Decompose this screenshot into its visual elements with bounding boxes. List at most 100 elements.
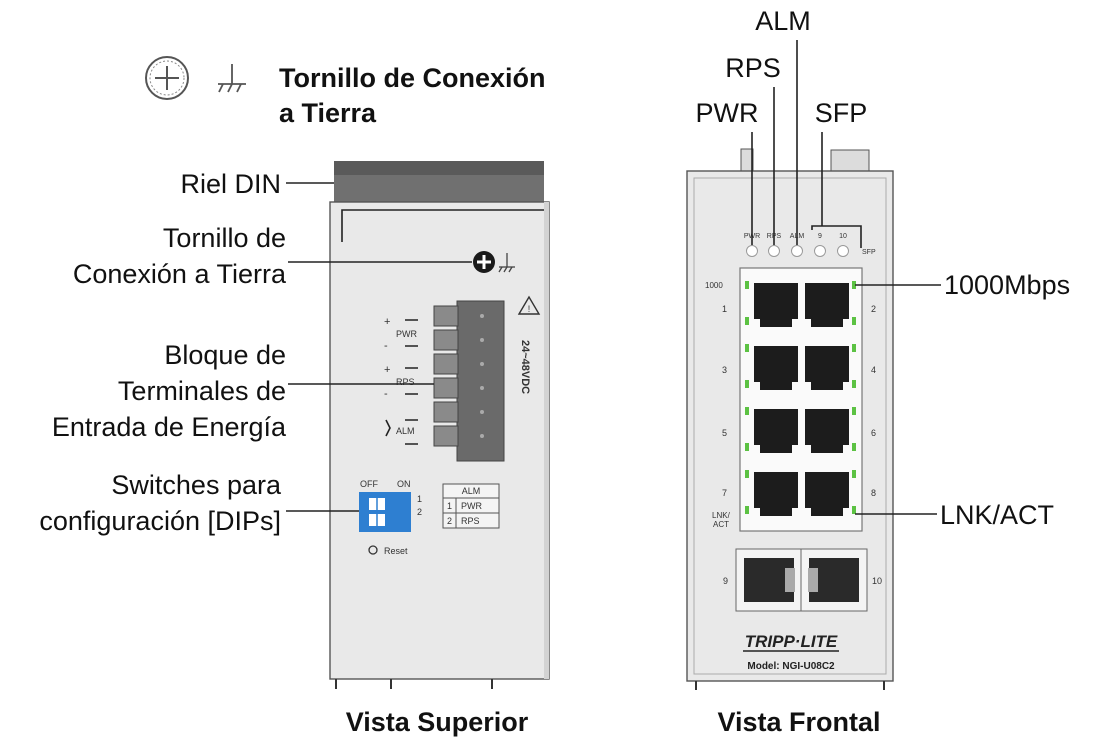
callout-alm: ALM	[755, 6, 811, 36]
sfp-ports: 9 10	[723, 548, 882, 612]
callout-terminal-1: Bloque de	[164, 340, 286, 370]
port-1-led-link	[745, 317, 749, 325]
port-6	[805, 407, 856, 453]
din-rail-top	[334, 161, 544, 175]
port-num-6: 6	[871, 428, 876, 438]
dip-table-header: ALM	[462, 486, 481, 496]
brand-logo: TRIPP·LITE	[745, 632, 838, 651]
legend-title-line1: Tornillo de Conexión	[279, 63, 546, 93]
caption-right-view: Vista Frontal	[717, 707, 880, 737]
led-alm	[791, 245, 803, 257]
terminal-pin-5	[433, 401, 459, 423]
pwr-bracket	[405, 319, 418, 347]
port-speed-label: 1000	[705, 281, 723, 290]
terminal-pin-4	[433, 377, 459, 399]
led-label-sfp: SFP	[862, 249, 876, 256]
rps-bracket	[405, 367, 418, 395]
rj45-ports	[745, 281, 856, 516]
dip-table-row2-num: 2	[447, 516, 452, 526]
caption-left-view: Vista Superior	[346, 707, 529, 737]
model-label: Model: NGI-U08C2	[747, 661, 835, 672]
reset-label: Reset	[384, 546, 408, 556]
callout-sfp: SFP	[815, 98, 868, 128]
terminal-pin-3	[433, 353, 459, 375]
side-device-edge	[544, 202, 549, 679]
reset-button[interactable]	[368, 545, 378, 555]
dip-table-row1-label: PWR	[461, 501, 482, 511]
legend-title-line2: a Tierra	[279, 98, 377, 128]
port-num-10: 10	[872, 576, 882, 586]
terminal-housing	[456, 300, 505, 462]
led-pwr	[746, 245, 758, 257]
warning-mark: !	[528, 304, 531, 314]
callout-dip-2: configuración [DIPs]	[39, 506, 281, 536]
callout-ground-screw-2: Conexión a Tierra	[73, 259, 287, 289]
dip-num-1: 1	[417, 494, 422, 504]
front-device-bezel	[693, 177, 887, 675]
side-view-device: + - PWR + - RPS ALM ! 24~48VDC OFF ON 1 …	[329, 161, 550, 689]
dip-table-row2-label: RPS	[461, 516, 480, 526]
port-num-2: 2	[871, 304, 876, 314]
sfp-led-bracket	[811, 225, 862, 248]
alm-terminal-label: ALM	[396, 426, 415, 436]
left-callouts: Riel DIN Tornillo de Conexión a Tierra B…	[39, 169, 472, 536]
callout-ground-screw-1: Tornillo de	[163, 223, 286, 253]
port-num-3: 3	[722, 365, 727, 375]
led-label-sfp10: 10	[839, 233, 847, 240]
callout-din-rail: Riel DIN	[180, 169, 281, 199]
top-legend: Tornillo de Conexión a Tierra	[145, 56, 546, 128]
callout-rps: RPS	[725, 53, 781, 83]
dip-num-2: 2	[417, 507, 422, 517]
alm-relay-icon	[385, 419, 391, 437]
dip-table-row1-num: 1	[447, 501, 452, 511]
voltage-label: 24~48VDC	[519, 340, 531, 394]
port-1-led-speed	[745, 281, 749, 289]
port-8	[805, 470, 856, 516]
port-num-5: 5	[722, 428, 727, 438]
callout-terminal-2: Terminales de	[118, 376, 286, 406]
warning-icon	[517, 295, 541, 315]
port-3	[745, 344, 798, 390]
pwr-terminal-label: PWR	[396, 329, 417, 339]
led-rps	[768, 245, 780, 257]
dip-table	[442, 483, 500, 529]
earth-ground-icon	[218, 64, 246, 93]
port-num-7: 7	[722, 488, 727, 498]
port-1	[745, 281, 798, 327]
port-2-led-link	[852, 317, 856, 325]
terminal-block: + - PWR + - RPS ALM ! 24~48VDC	[384, 295, 541, 462]
status-leds: PWR RPS ALM 9 10 SFP	[744, 225, 876, 257]
rps-terminal-label: RPS	[396, 377, 415, 387]
dip-switch-block: OFF ON 1 2 ALM 1 PWR 2 RPS	[359, 479, 500, 532]
port-link-label-2: ACT	[713, 520, 729, 529]
terminal-pin-6	[433, 425, 459, 447]
port-5	[745, 407, 798, 453]
side-device-bracket	[341, 209, 544, 242]
port-7	[745, 470, 798, 516]
pwr-plus: +	[384, 316, 390, 328]
callout-1000mbps: 1000Mbps	[944, 270, 1070, 300]
callout-lnk-act: LNK/ACT	[940, 500, 1054, 530]
ground-screw-ring-icon	[149, 60, 185, 96]
front-view-device: PWR RPS ALM 9 10 SFP	[686, 148, 894, 690]
port-num-8: 8	[871, 488, 876, 498]
dip-on-label: ON	[397, 479, 411, 489]
pwr-minus: -	[384, 340, 388, 352]
right-callouts: ALM RPS PWR SFP 1000Mbps LNK/ACT	[696, 6, 1071, 530]
led-sfp9	[814, 245, 826, 257]
dip-off-label: OFF	[360, 479, 378, 489]
port-num-4: 4	[871, 365, 876, 375]
port-num-9: 9	[723, 576, 728, 586]
port-link-label-1: LNK/	[712, 511, 731, 520]
alm-bracket	[405, 419, 418, 445]
port-2-led-speed	[852, 281, 856, 289]
callout-dip-1: Switches para	[111, 470, 282, 500]
led-label-sfp9: 9	[818, 233, 822, 240]
led-sfp10	[837, 245, 849, 257]
rps-minus: -	[384, 388, 388, 400]
terminal-pin-1	[433, 305, 459, 327]
callout-terminal-3: Entrada de Energía	[52, 412, 287, 442]
port-num-1: 1	[722, 304, 727, 314]
